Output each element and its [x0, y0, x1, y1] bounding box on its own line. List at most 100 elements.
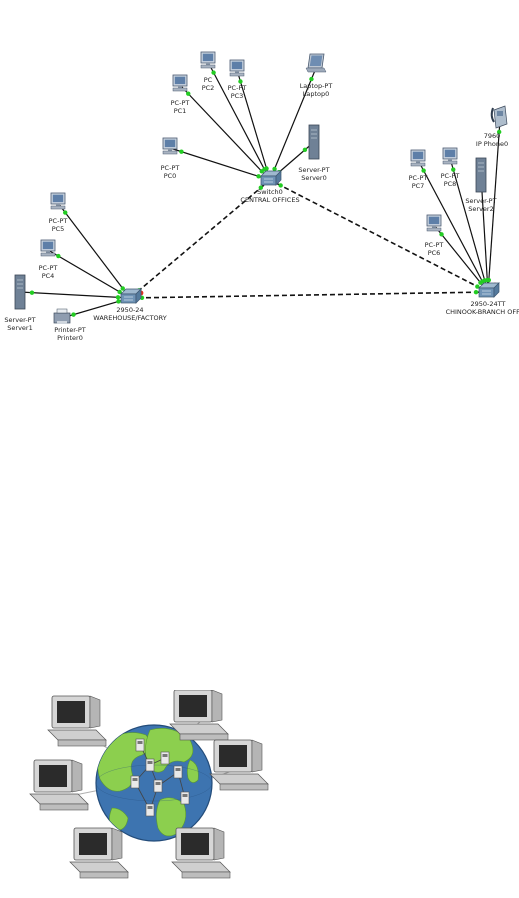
node-type-label: PC-PT	[49, 217, 68, 225]
links-layer	[19, 61, 502, 319]
link-port-indicator	[186, 91, 191, 96]
node-name-label: PC7	[412, 182, 425, 190]
access-link	[269, 67, 317, 181]
access-link	[57, 202, 131, 299]
access-link	[480, 174, 489, 293]
pc-icon	[172, 74, 188, 92]
access-link	[169, 147, 271, 181]
pc-icon	[442, 147, 458, 165]
server-icon	[14, 274, 26, 310]
node-type-label: PC-PT	[228, 84, 247, 92]
node-type-label: Server-PT	[4, 316, 35, 324]
node-name-label: Laptop0	[303, 90, 330, 98]
link-port-indicator	[272, 166, 277, 172]
link-port-indicator	[115, 295, 121, 300]
pc-icon	[229, 59, 245, 77]
trunk-link	[129, 291, 489, 299]
node-name-label: Server0	[301, 174, 326, 182]
node-type-label: PC-PT	[161, 164, 180, 172]
node-name-label: WAREHOUSE/FACTORY	[93, 314, 167, 322]
printer-icon	[53, 308, 71, 325]
desktop-computer-icon	[29, 759, 89, 811]
pc-icon	[200, 51, 216, 69]
node-name-label: PC3	[231, 92, 244, 100]
node-name-label: Printer0	[57, 334, 83, 342]
link-port-indicator	[71, 312, 76, 317]
node-name-label: CENTRAL OFFICES	[240, 196, 299, 204]
access-link	[433, 224, 489, 293]
node-type-label: 2950-24	[116, 306, 143, 314]
phone-icon	[490, 105, 508, 129]
server-icon	[308, 124, 320, 160]
desktop-computer-icon	[209, 739, 269, 791]
pc-icon	[162, 137, 178, 155]
node-type-label: Server-PT	[298, 166, 329, 174]
node-name-label: Server1	[7, 324, 32, 332]
internet-globe-illustration	[29, 690, 269, 879]
link-port-indicator	[302, 147, 308, 153]
node-type-label: PC-PT	[425, 241, 444, 249]
access-link	[487, 119, 501, 293]
link-port-indicator	[258, 185, 264, 190]
pc-icon	[50, 192, 66, 210]
laptop-icon	[305, 53, 327, 73]
node-type-label: Laptop-PT	[300, 82, 333, 90]
switch-icon	[120, 288, 142, 304]
link-port-indicator	[278, 183, 283, 188]
access-link	[179, 84, 271, 181]
link-port-indicator	[264, 166, 269, 171]
node-type-label: 2950-24TT	[471, 300, 506, 308]
link-port-indicator	[29, 290, 35, 295]
link-port-indicator	[179, 149, 184, 154]
desktop-computer-icon	[169, 690, 229, 741]
node-name-label: PC8	[444, 180, 457, 188]
node-type-label: PC	[204, 76, 213, 84]
link-port-indicator	[63, 210, 68, 215]
node-name-label: PC4	[42, 272, 55, 280]
node-name-label: Server2	[468, 205, 493, 213]
link-port-indicator	[117, 289, 122, 295]
access-link	[207, 61, 271, 181]
link-port-indicator	[451, 167, 456, 172]
desktop-computer-icon	[69, 827, 129, 879]
link-port-indicator	[496, 129, 502, 135]
access-link	[19, 291, 131, 299]
node-name-label: PC0	[164, 172, 177, 180]
link-port-indicator	[475, 284, 480, 289]
node-name-label: PC5	[52, 225, 65, 233]
node-type-label: Server-PT	[465, 197, 496, 205]
link-port-indicator	[486, 277, 492, 283]
link-port-indicator	[256, 174, 261, 179]
node-name-label: PC2	[202, 84, 215, 92]
desktop-computer-icon	[171, 827, 231, 879]
node-name-label: PC6	[428, 249, 441, 257]
server-icon	[475, 157, 487, 193]
node-type-label: PC-PT	[409, 174, 428, 182]
pc-icon	[410, 149, 426, 167]
access-link	[236, 69, 271, 181]
link-port-indicator	[116, 299, 121, 304]
node-name-label: PC1	[174, 107, 187, 115]
access-link	[47, 249, 131, 299]
access-link	[449, 157, 489, 293]
node-type-label: PC-PT	[441, 172, 460, 180]
